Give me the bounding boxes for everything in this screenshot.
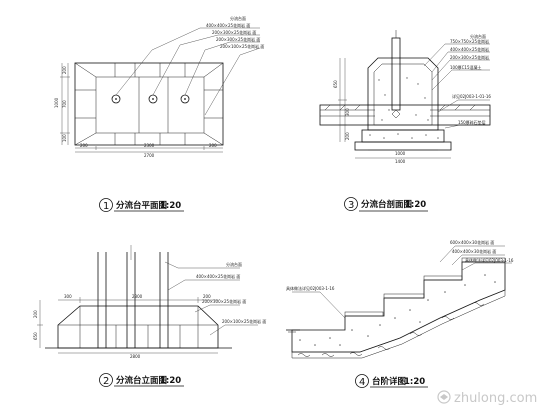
elevation-view-title: 2 分流台立面图 1:20 <box>99 373 184 387</box>
svg-text:600×400×30花岗岩 面: 600×400×30花岗岩 面 <box>450 239 494 245</box>
section-view-title: 3 分流台剖面图 1:20 <box>344 197 428 212</box>
step-detail: 600×400×30花岗岩 面 400×400×30花岗岩 面 具体做法详见02… <box>286 239 514 359</box>
svg-text:200×300×25花岗岩: 200×300×25花岗岩 <box>450 54 489 60</box>
elev-dim-bottom: 2800 <box>130 354 141 359</box>
section-dim-c: 200 <box>345 132 350 140</box>
elevation-view-number: 2 <box>103 376 109 387</box>
svg-text:150厚碎石垫层: 150厚碎石垫层 <box>458 119 486 125</box>
plan-view-name: 分流台平面图 <box>116 200 167 211</box>
plan-dim-c: 100 <box>62 134 67 142</box>
svg-text:200×300×25花岗岩 面: 200×300×25花岗岩 面 <box>212 29 256 35</box>
elev-dim-mid: 2300 <box>132 294 143 299</box>
svg-text:分流台面: 分流台面 <box>226 261 242 267</box>
step-detail-name: 台阶详图 <box>372 376 406 387</box>
section-view-scale: 1:20 <box>405 200 426 210</box>
svg-text:具体做法详见02J003-1-16: 具体做法详见02J003-1-16 <box>465 257 514 263</box>
svg-text:100厚C15混凝土: 100厚C15混凝土 <box>450 64 482 70</box>
plan-outer-rect <box>74 62 224 146</box>
svg-text:400×400×25花岗岩 面: 400×400×25花岗岩 面 <box>206 22 250 28</box>
watermark-text: zhulong.com <box>454 391 537 406</box>
svg-text:200×100×25花岗岩 面: 200×100×25花岗岩 面 <box>222 318 266 324</box>
section-base <box>361 129 445 143</box>
plan-dim-a: 200 <box>62 66 67 74</box>
plan-dim-b: 700 <box>62 100 67 108</box>
section-view-number: 3 <box>348 200 354 211</box>
svg-text:400×400×30花岗岩 面: 400×400×30花岗岩 面 <box>452 248 496 254</box>
svg-text:400×400×25花岗岩 面: 400×400×25花岗岩 面 <box>196 273 240 279</box>
svg-text:详见02J003-1-01-16: 详见02J003-1-01-16 <box>452 93 491 99</box>
plan-dim-total: 2700 <box>144 153 155 158</box>
plan-view-scale: 1:20 <box>160 201 181 211</box>
elev-dim-height2: 200 <box>33 310 38 318</box>
step-detail-number: 4 <box>359 377 365 388</box>
plan-view-title: 1 分流台平面图 1:20 <box>99 198 184 212</box>
elevation-view: 分流台面 400×400×25花岗岩 面 200×300×25花岗岩 面 200… <box>33 245 266 359</box>
watermark: zhulong.com <box>437 390 537 406</box>
elev-dim-height: 650 <box>33 332 38 340</box>
svg-text:具体做法详见02J003-1-16: 具体做法详见02J003-1-16 <box>286 285 335 291</box>
svg-text:分流台面: 分流台面 <box>470 33 486 39</box>
svg-text:400×400×25花岗岩: 400×400×25花岗岩 <box>450 46 489 52</box>
elev-dim-left: 300 <box>64 294 72 299</box>
step-detail-title: 4 台阶详图 1:20 <box>355 374 428 388</box>
section-dim-1400: 1400 <box>395 159 406 164</box>
svg-text:200×100×25花岗岩 面: 200×100×25花岗岩 面 <box>220 43 264 49</box>
svg-text:750×750×25花岗岩: 750×750×25花岗岩 <box>450 38 489 44</box>
svg-text:200×300×25花岗岩 面: 200×300×25花岗岩 面 <box>216 36 260 42</box>
section-pipe <box>391 37 401 111</box>
plan-view-number: 1 <box>103 201 109 212</box>
plan-dim-right: 200 <box>209 143 217 148</box>
elev-dim-right: 200 <box>203 294 211 299</box>
plan-view: 分流台面 400×400×25花岗岩 面 200×300×25花岗岩 面 200… <box>54 15 264 158</box>
plan-inner-rect <box>95 76 205 134</box>
plan-dim-left: 200 <box>80 143 88 148</box>
elevation-view-scale: 1:20 <box>160 376 181 386</box>
section-view-name: 分流台剖面图 <box>361 199 412 210</box>
plan-dim-mid: 2300 <box>144 143 155 148</box>
section-dim-b: 300 <box>345 108 350 116</box>
plan-dim-height: 1000 <box>54 97 59 108</box>
elevation-view-name: 分流台立面图 <box>116 375 167 386</box>
svg-text:200×300×25花岗岩 面: 200×300×25花岗岩 面 <box>202 298 246 304</box>
svg-text:分流台面: 分流台面 <box>230 15 246 21</box>
section-body <box>367 57 439 131</box>
section-dim-a: 650 <box>333 80 338 88</box>
elevation-body <box>57 305 219 349</box>
section-view: 分流台面 750×750×25花岗岩 400×400×25花岗岩 200×300… <box>319 30 491 164</box>
step-detail-scale: 1:20 <box>404 377 425 387</box>
section-dim-1000: 1000 <box>395 151 406 156</box>
